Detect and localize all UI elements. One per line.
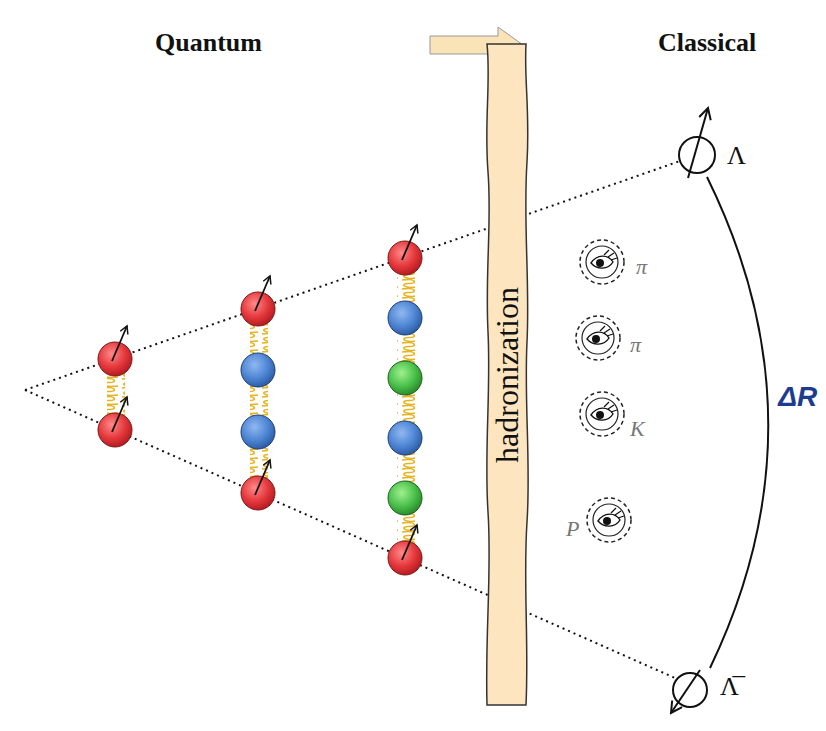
stage-heading: Classical bbox=[658, 30, 756, 56]
hadron-detector: P bbox=[560, 496, 636, 546]
lambda-particle: Λ̅ bbox=[670, 668, 750, 712]
particle-label: π bbox=[636, 256, 647, 278]
edge-label: ΔR bbox=[778, 383, 817, 411]
hadron-detector: K bbox=[578, 390, 656, 446]
stage-heading: Quantum bbox=[155, 30, 262, 56]
particle-circle bbox=[574, 314, 656, 364]
particle-label: Λ bbox=[727, 143, 746, 169]
particle-circle bbox=[578, 238, 660, 288]
band-label: hadronization bbox=[491, 287, 523, 463]
hadron-detector: π bbox=[578, 238, 660, 288]
particle-label: K bbox=[630, 418, 645, 440]
lambda-particle: Λ bbox=[677, 133, 755, 177]
particle-label: π bbox=[630, 334, 641, 356]
hadron-detector: π bbox=[574, 314, 656, 364]
separation-arc bbox=[707, 177, 768, 668]
hadronization-band: hadronization bbox=[482, 42, 532, 707]
particle-label: P bbox=[566, 518, 579, 540]
particle-label: Λ̅ bbox=[720, 674, 739, 700]
